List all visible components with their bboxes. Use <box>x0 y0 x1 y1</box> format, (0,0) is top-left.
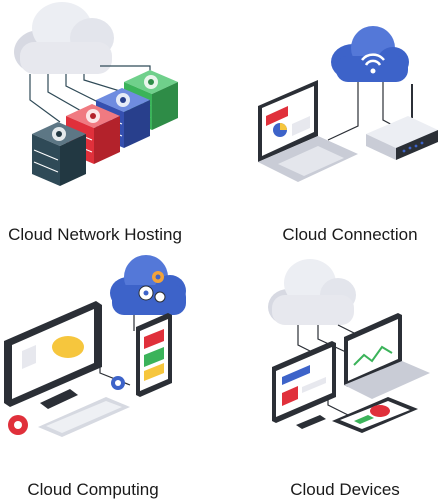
caption-cloud-computing: Cloud Computing <box>27 480 159 499</box>
cloud-network-hosting-illustration <box>0 0 220 215</box>
laptop-icon <box>258 80 358 182</box>
cloud-icon <box>331 26 409 82</box>
tablet-icon <box>136 313 172 397</box>
tablet-icon <box>332 397 418 433</box>
cloud-connection-illustration <box>248 20 441 200</box>
cloud-network-hosting-graphic <box>14 2 178 186</box>
cloud-connection-graphic <box>258 26 438 182</box>
caption-cloud-devices: Cloud Devices <box>290 480 400 499</box>
gear-icon <box>138 271 166 303</box>
caption-cloud-connection: Cloud Connection <box>282 225 418 244</box>
cloud-icon <box>268 259 356 325</box>
gear-icon-red <box>8 415 28 435</box>
router-icon <box>366 84 438 160</box>
cloud-devices-graphic <box>268 259 430 433</box>
cloud-icon <box>14 2 114 74</box>
cloud-icon <box>110 255 186 315</box>
monitor-icon <box>4 301 102 409</box>
keyboard-icon <box>38 397 130 437</box>
cloud-devices-illustration <box>258 255 441 445</box>
laptop-icon <box>344 313 430 399</box>
monitor-icon <box>272 341 336 429</box>
cloud-computing-illustration <box>0 255 200 440</box>
caption-cloud-network-hosting: Cloud Network Hosting <box>8 225 182 244</box>
gear-icon-blue <box>111 376 125 390</box>
server-dark <box>32 122 86 186</box>
computing-lines <box>99 315 135 386</box>
cloud-computing-graphic <box>4 255 186 437</box>
